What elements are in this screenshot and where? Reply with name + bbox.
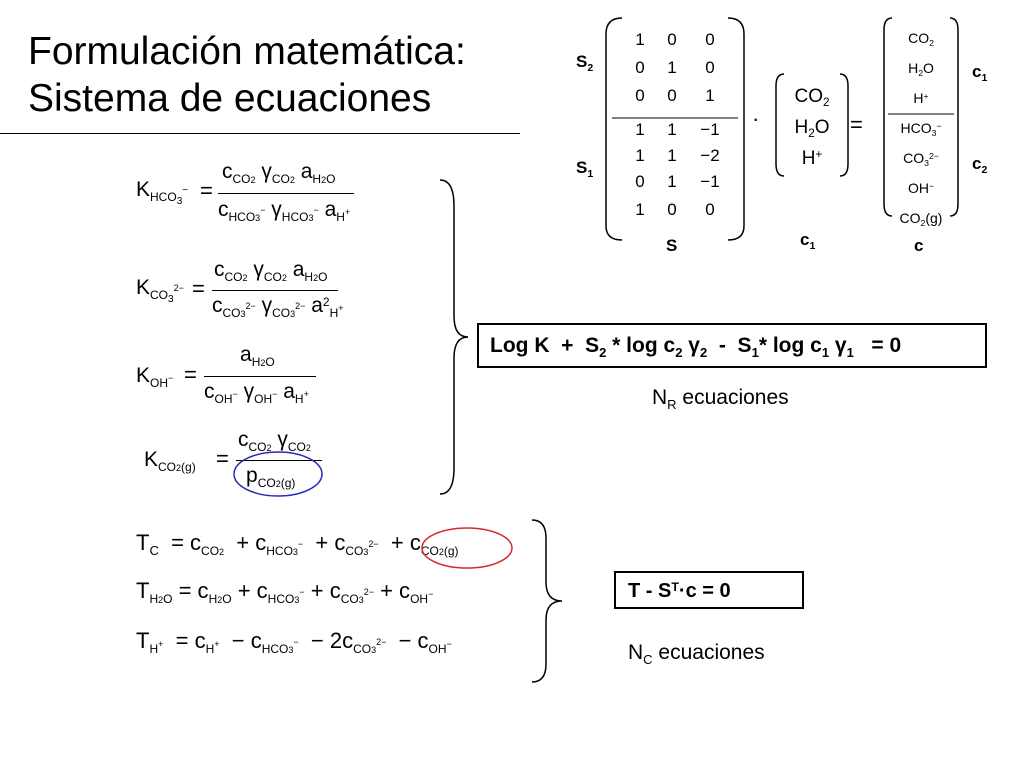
title-line-1: Formulación matemática: [28, 30, 466, 73]
c-vector-brackets [883, 17, 959, 217]
highlight-circle-blue [233, 451, 323, 497]
c1-vector: CO2 H2O H+ [776, 82, 848, 175]
k-oh-equals: = [184, 362, 197, 387]
matrix-cell: 1 [667, 58, 677, 77]
label-s: S [666, 236, 678, 255]
matrix-cell: 1 [667, 146, 677, 165]
k-co3-equals: = [192, 276, 205, 301]
log-equation-box [477, 323, 987, 368]
c-co2g: CO2(g) [899, 210, 943, 229]
matrix-cell: 1 [635, 200, 645, 219]
k-hco3-equals: = [200, 178, 213, 203]
k-co3-fraction-bar [212, 290, 338, 291]
label-c2-right: c2 [972, 154, 988, 176]
k-co2g-equals: = [216, 446, 229, 471]
total-water-equation: TH2O = cH2O + cHCO3− + cCO32− + cOH− [136, 578, 434, 606]
multiply-dot: · [752, 106, 760, 131]
matrix-cell: 1 [635, 146, 645, 165]
label-s2: S2 [576, 52, 594, 74]
matrix-cell: 0 [635, 86, 645, 105]
equilibrium-brace [439, 179, 469, 495]
c-hplus: H+ [913, 90, 929, 106]
matrix-cell: 1 [667, 120, 677, 139]
k-co2g-fraction-bar [236, 460, 322, 461]
matrix-cell: −1 [700, 120, 720, 139]
k-co3-numerator: cCO2 γCO2 aH2O [214, 258, 328, 284]
matrix-cell: 0 [667, 86, 677, 105]
k-co2g-numerator: cCO2 γCO2 [238, 428, 311, 454]
matrix-cell: 0 [705, 30, 715, 49]
title-line-2: Sistema de ecuaciones [28, 77, 432, 120]
highlight-circle-red [421, 527, 513, 569]
mass-balance-brace [531, 519, 563, 683]
matrix-brackets [605, 17, 745, 241]
log-equation: Log K + S2 * log c2 γ2 - S1* log c1 γ1 =… [490, 334, 902, 360]
c1-co2: CO2 [794, 86, 830, 110]
matrix-cell: −1 [700, 172, 720, 191]
k-co3-denominator: cCO32− γCO32− a2H+ [212, 294, 344, 320]
k-hco3-fraction-bar [218, 193, 354, 194]
c1-h2o: H2O [794, 117, 830, 141]
k-hco3-denominator: cHCO3− γHCO3− aH+ [218, 198, 351, 224]
label-c1-right: c1 [972, 62, 988, 84]
c1-vector-brackets [775, 73, 849, 177]
c1-hplus: H+ [801, 148, 823, 169]
total-proton-equation: TH+ = cH+ − cHCO3− − 2cCO32− − cOH− [136, 628, 452, 656]
k-co3-lhs: KCO32− [136, 276, 184, 305]
matrix-cell: 0 [667, 30, 677, 49]
c-oh: OH− [907, 180, 935, 196]
matrix-cell: 1 [635, 120, 645, 139]
k-co2g-denominator: pCO2(g) [246, 464, 296, 490]
label-s1: S1 [576, 158, 594, 180]
title-divider [0, 133, 520, 134]
c-co2: CO2 [908, 30, 934, 49]
k-co2g-lhs: KCO2(g) [144, 448, 196, 474]
k-oh-lhs: KOH− [136, 364, 174, 390]
k-hco3-numerator: cCO2 γCO2 aH2O [222, 160, 336, 186]
matrix-cell: 1 [705, 86, 715, 105]
matrix-cell: 1 [635, 30, 645, 49]
matrix-cell: 1 [667, 172, 677, 191]
nr-equations-label: NR ecuaciones [652, 386, 789, 412]
matrix-cell: 0 [667, 200, 677, 219]
k-oh-numerator: aH2O [240, 343, 275, 369]
c-co3: CO32− [903, 150, 939, 169]
label-c-bottom: c [914, 236, 924, 255]
equals-sign: = [850, 112, 863, 137]
c-h2o: H2O [908, 60, 934, 79]
matrix-cell: 0 [635, 172, 645, 191]
mass-balance-equation: T - ST·c = 0 [628, 579, 731, 602]
matrix-cell: 0 [705, 200, 715, 219]
total-carbon-equation: TC = cCO2 + cHCO3− + cCO32− + cCO2(g) [136, 530, 459, 558]
mass-balance-equation-box [614, 571, 804, 609]
matrix-cell: −2 [700, 146, 720, 165]
label-c1-bottom: c1 [800, 230, 816, 252]
matrix-cell: 0 [705, 58, 715, 77]
k-oh-fraction-bar [204, 376, 316, 377]
slide-title: Formulación matemática: Sistema de ecuac… [28, 28, 466, 122]
c-vector: CO2 H2O H+ HCO3− CO32− OH− CO2(g) [884, 24, 958, 234]
k-hco3-lhs: KHCO3− [136, 178, 189, 207]
matrix-cell: 0 [635, 58, 645, 77]
k-oh-denominator: cOH− γOH− aH+ [204, 380, 309, 406]
c-hco3: HCO3− [900, 120, 942, 139]
nc-equations-label: NC ecuaciones [628, 641, 765, 667]
